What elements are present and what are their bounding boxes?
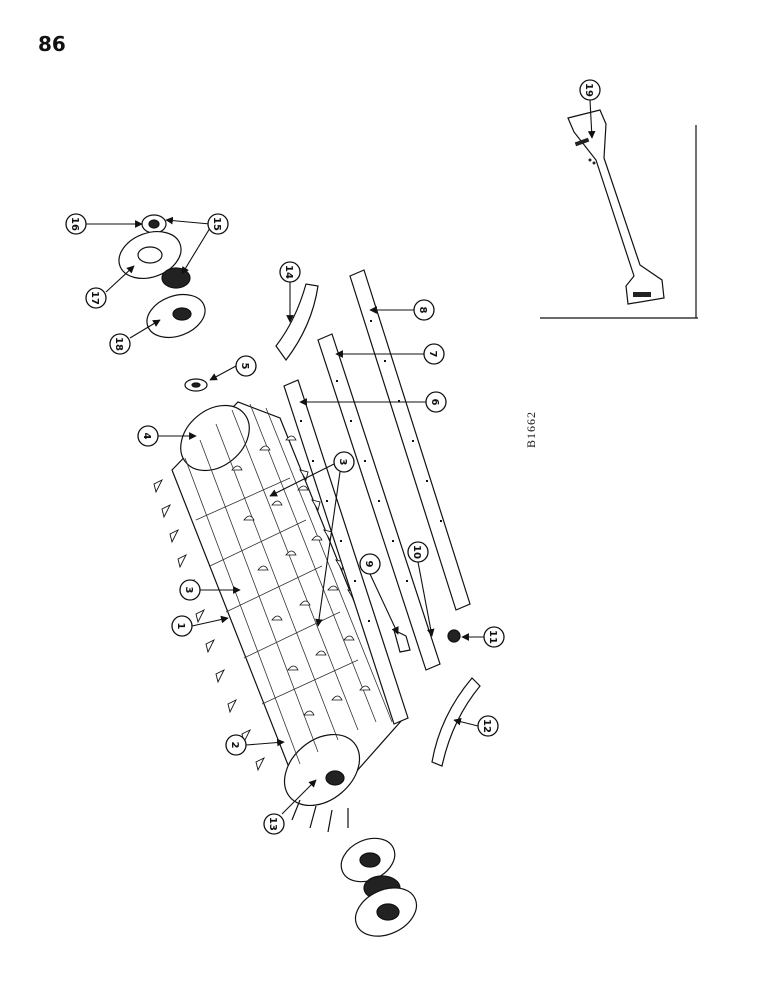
svg-text:16: 16 bbox=[69, 217, 80, 231]
callout-13: 13 bbox=[263, 813, 285, 835]
callout-10: 10 bbox=[407, 541, 429, 563]
callout-3b: 3 bbox=[333, 451, 355, 473]
svg-text:8: 8 bbox=[417, 307, 428, 314]
callout-11: 11 bbox=[483, 626, 505, 648]
leader-lines bbox=[86, 99, 596, 815]
callout-14: 14 bbox=[279, 261, 301, 283]
bearing-16 bbox=[141, 214, 167, 234]
callout-4: 4 bbox=[137, 425, 159, 447]
callout-12: 12 bbox=[477, 715, 499, 737]
svg-text:5: 5 bbox=[239, 363, 250, 370]
page-number: 86 bbox=[38, 32, 66, 56]
svg-text:14: 14 bbox=[283, 265, 294, 279]
callout-18: 18 bbox=[109, 333, 131, 355]
callout-6: 6 bbox=[425, 391, 447, 413]
svg-text:6: 6 bbox=[429, 399, 440, 406]
rasp-bar-8 bbox=[349, 269, 471, 611]
svg-text:19: 19 bbox=[583, 83, 594, 97]
nut-11 bbox=[447, 629, 461, 643]
callout-1: 1 bbox=[171, 615, 193, 637]
callout-7: 7 bbox=[423, 343, 445, 365]
flange-18 bbox=[146, 293, 206, 339]
callout-16: 16 bbox=[65, 213, 87, 235]
svg-text:7: 7 bbox=[427, 351, 438, 358]
bolt-9 bbox=[393, 628, 411, 653]
concave-plate-14 bbox=[275, 283, 319, 362]
callout-17: 17 bbox=[85, 287, 107, 309]
callout-2: 2 bbox=[225, 734, 247, 756]
svg-text:2: 2 bbox=[229, 742, 240, 749]
rasp-bar-6 bbox=[283, 379, 409, 725]
svg-text:1: 1 bbox=[175, 623, 186, 630]
inset-frame bbox=[540, 125, 698, 319]
svg-text:10: 10 bbox=[411, 545, 422, 559]
svg-text:3: 3 bbox=[183, 587, 194, 594]
concave-plate-12 bbox=[431, 677, 481, 767]
svg-text:4: 4 bbox=[141, 433, 152, 440]
svg-text:11: 11 bbox=[487, 630, 498, 644]
svg-text:9: 9 bbox=[363, 561, 374, 568]
rasp-bar-tool bbox=[567, 109, 665, 305]
bearing-15 bbox=[161, 267, 191, 289]
svg-text:17: 17 bbox=[89, 291, 100, 305]
svg-text:3: 3 bbox=[337, 459, 348, 466]
callout-19: 19 bbox=[579, 79, 601, 101]
cylinder-assembly bbox=[153, 401, 403, 833]
callout-15: 15 bbox=[207, 213, 229, 235]
callout-8: 8 bbox=[413, 299, 435, 321]
washer-5 bbox=[184, 378, 208, 392]
callout-5: 5 bbox=[235, 355, 257, 377]
svg-text:13: 13 bbox=[267, 817, 278, 831]
lower-flange-bearing bbox=[340, 837, 418, 937]
svg-text:18: 18 bbox=[113, 337, 124, 351]
callout-3a: 3 bbox=[179, 579, 201, 601]
callout-9: 9 bbox=[359, 553, 381, 575]
svg-text:15: 15 bbox=[211, 217, 222, 231]
svg-text:12: 12 bbox=[481, 719, 492, 733]
